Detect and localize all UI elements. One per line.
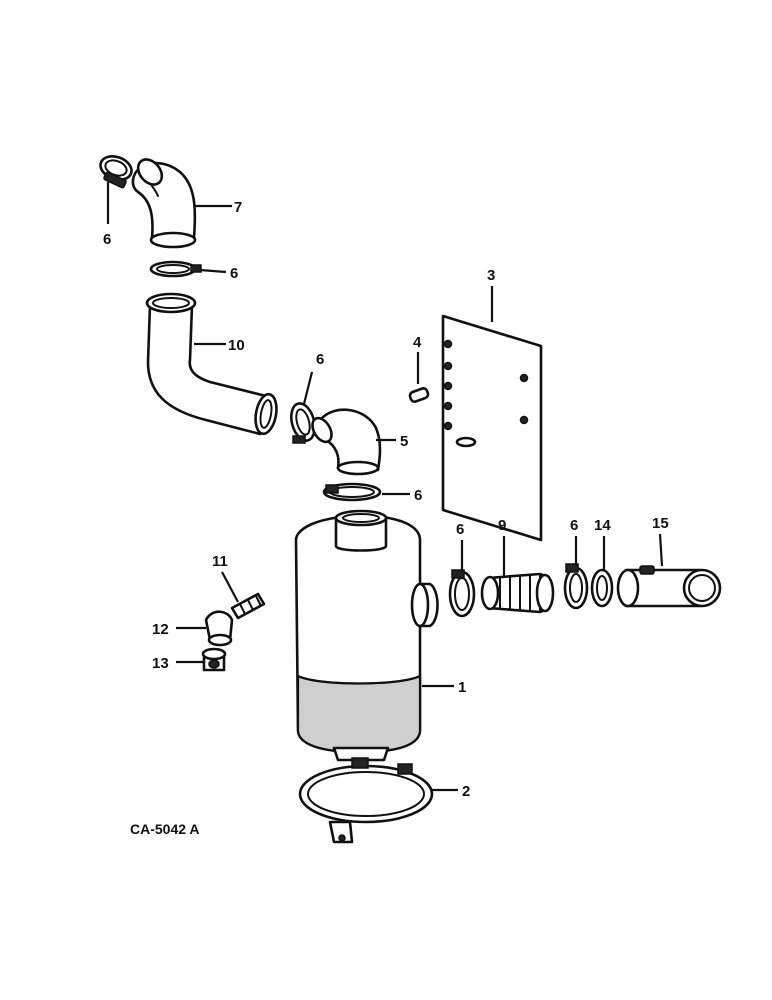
drain-plug (201, 647, 227, 672)
intake-pipe (145, 292, 278, 436)
callout-12: 12 (152, 621, 169, 638)
drawing-reference-code: CA-5042 A (130, 821, 200, 837)
callout-6-outlet-clamp: 6 (570, 517, 578, 534)
leader-lines (106, 182, 664, 792)
lower-elbow-hose (311, 408, 382, 476)
mounting-plate (441, 314, 543, 542)
callout-1: 1 (458, 679, 466, 696)
callout-3: 3 (487, 267, 495, 284)
callout-6-top-clamp: 6 (103, 231, 111, 248)
upper-elbow-hose (131, 158, 197, 249)
callout-2: 2 (462, 783, 470, 800)
callout-11: 11 (212, 553, 228, 570)
callout-labels: 6 7 6 10 6 5 6 3 4 6 9 6 14 15 11 12 13 … (103, 199, 669, 800)
callout-6-upper-clamp: 6 (230, 265, 238, 282)
callout-4: 4 (413, 334, 422, 351)
callout-13: 13 (152, 655, 169, 672)
callout-9: 9 (498, 517, 506, 534)
air-cleaner-body (294, 509, 439, 762)
callout-15: 15 (652, 515, 669, 532)
callout-6-inlet-clamp: 6 (456, 521, 464, 538)
threaded-fitting (230, 592, 266, 620)
seal-ring (590, 568, 614, 608)
elbow-fitting (204, 610, 234, 647)
mounting-band (298, 757, 434, 844)
corrugated-hose (480, 572, 555, 614)
callout-14: 14 (594, 517, 611, 534)
outlet-tube (616, 565, 722, 608)
hose-clamp-outlet (563, 563, 589, 610)
callout-6-mid-clamp: 6 (316, 351, 324, 368)
hose-clamp-cleaner-top (322, 482, 382, 502)
hose-clamp-top (99, 155, 133, 189)
hose-clamp-side-inlet (448, 569, 476, 618)
hose-clamp-upper (149, 260, 202, 278)
callout-7: 7 (234, 199, 242, 216)
callout-5: 5 (400, 433, 408, 450)
mounting-pin (408, 387, 430, 403)
callout-10: 10 (228, 337, 245, 354)
callout-6-cleaner-clamp: 6 (414, 487, 422, 504)
